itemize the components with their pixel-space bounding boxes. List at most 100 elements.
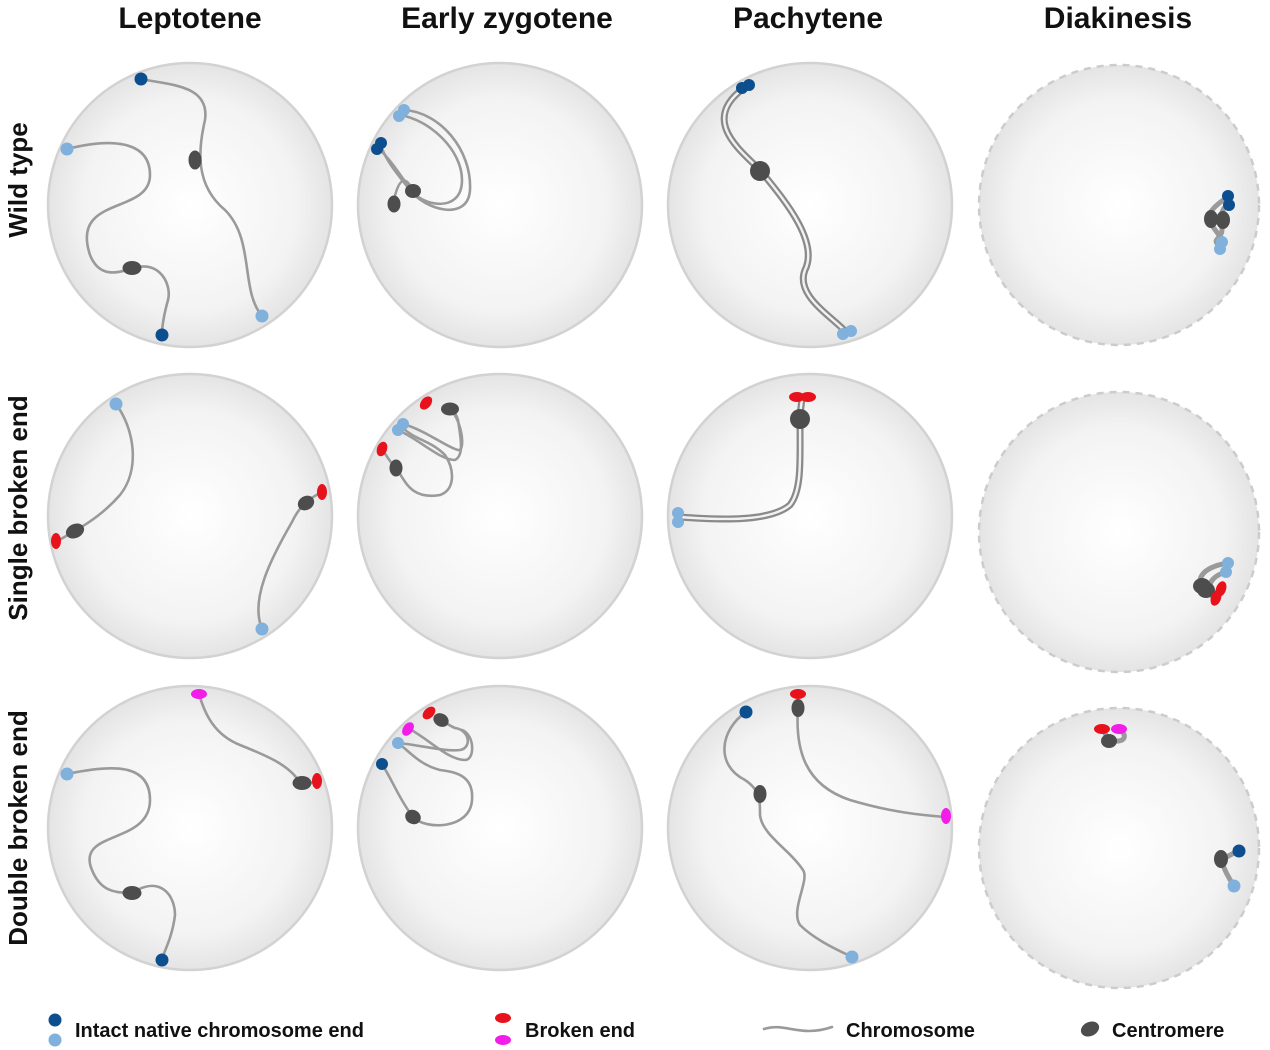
panel-double-early-zygotene — [356, 684, 644, 972]
intact-end-dark — [1232, 844, 1246, 858]
intact-end-light — [60, 142, 74, 156]
centromere — [791, 699, 805, 717]
nucleus — [356, 61, 644, 349]
broken-end-magenta — [191, 689, 207, 699]
intact-end-light — [255, 309, 269, 323]
centromere — [1216, 211, 1230, 229]
chromosome — [55, 402, 135, 543]
broken-end-red — [376, 441, 388, 457]
intact-end-dark — [134, 72, 148, 86]
intact-end-light — [60, 767, 74, 781]
nucleus — [46, 61, 334, 349]
chromosome — [380, 741, 474, 827]
broken-end-magenta — [402, 722, 414, 736]
nucleus-breaking-down — [977, 706, 1261, 990]
intact-end-dark — [1223, 199, 1235, 211]
broken-end-red — [419, 396, 433, 410]
panel-single-leptotene — [46, 372, 334, 660]
column-title-leptotene: Leptotene — [118, 2, 261, 35]
column-title-early-zygotene: Early zygotene — [401, 2, 613, 35]
intact-end-light — [392, 737, 404, 749]
panel-double-leptotene — [46, 684, 334, 972]
intact-end-light — [1220, 566, 1232, 578]
nucleus — [356, 372, 644, 660]
legend-broken-red-swatch — [495, 1013, 511, 1023]
legend-intact-light-swatch — [48, 1033, 62, 1047]
panel-double-diakinesis — [977, 706, 1261, 990]
broken-end-red — [317, 484, 327, 500]
panel-single-pachytene — [666, 372, 954, 660]
chromosome — [65, 766, 177, 962]
broken-end-red — [422, 706, 436, 720]
nucleus-breaking-down — [977, 390, 1261, 674]
intact-end-dark — [1222, 190, 1234, 202]
intact-end-dark — [155, 328, 169, 342]
intact-end-light — [845, 325, 857, 337]
panel-wildtype-diakinesis — [977, 63, 1261, 347]
chromosome — [796, 706, 947, 819]
legend-centromere: Centromere — [1080, 1020, 1224, 1042]
nucleus — [666, 372, 954, 660]
centromere — [405, 809, 421, 825]
centromere — [790, 409, 810, 429]
intact-end-light — [672, 516, 684, 528]
legend-centromere-label: Centromere — [1112, 1020, 1224, 1042]
chromosome — [139, 77, 264, 318]
broken-end-red — [800, 392, 816, 402]
panel-single-early-zygotene — [356, 372, 644, 660]
centromere — [441, 402, 459, 416]
intact-end-light — [845, 950, 859, 964]
legend-intact-end: Intact native chromosome end — [48, 1013, 364, 1047]
legend-intact-end-label: Intact native chromosome end — [75, 1020, 364, 1042]
intact-end-dark — [743, 79, 755, 91]
panel-double-pachytene — [666, 684, 954, 972]
legend: Intact native chromosome end Broken end … — [48, 1013, 1224, 1047]
centromere — [389, 459, 403, 477]
legend-broken-magenta-swatch — [495, 1035, 511, 1045]
centromere — [122, 261, 142, 275]
legend-chromosome-label: Chromosome — [846, 1020, 975, 1042]
centromere — [292, 776, 312, 790]
column-title-diakinesis: Diakinesis — [1044, 2, 1192, 35]
chromosome — [406, 726, 474, 762]
panel-wildtype-pachytene — [666, 61, 954, 349]
broken-end-red — [1094, 724, 1110, 734]
nucleus — [666, 684, 954, 972]
centromere — [405, 184, 421, 198]
intact-end-light — [672, 507, 684, 519]
intact-end-light — [398, 104, 410, 116]
intact-end-light — [397, 418, 409, 430]
row-title-double-broken-end: Double broken end — [3, 710, 33, 945]
legend-intact-dark-swatch — [48, 1013, 62, 1027]
intact-end-light — [1214, 243, 1226, 255]
nucleus — [46, 372, 334, 660]
broken-end-red — [790, 689, 806, 699]
chromosome — [65, 141, 171, 337]
centromere — [1101, 734, 1117, 748]
centromere — [297, 495, 315, 511]
centromere — [433, 713, 449, 727]
panel-wildtype-early-zygotene — [356, 61, 644, 349]
column-title-pachytene: Pachytene — [733, 2, 883, 35]
centromere — [1197, 582, 1215, 598]
chromosome — [723, 710, 854, 959]
nucleus-breaking-down — [977, 63, 1261, 347]
row-title-wild-type: Wild type — [3, 122, 33, 237]
chromosome — [401, 407, 464, 452]
intact-end-light — [109, 397, 123, 411]
broken-end-red — [1210, 590, 1222, 606]
broken-end-red — [789, 392, 805, 402]
synapsed-chromosome-core — [722, 86, 848, 334]
nucleus — [666, 61, 954, 349]
row-title-single-broken-end: Single broken end — [3, 395, 33, 620]
intact-end-dark — [376, 758, 388, 770]
intact-end-light — [1222, 557, 1234, 569]
broken-end-red — [51, 533, 61, 549]
centromere — [753, 785, 767, 803]
intact-end-light — [255, 622, 269, 636]
centromere — [122, 886, 142, 900]
intact-end-dark — [371, 143, 383, 155]
centromere — [387, 195, 401, 213]
panel-single-diakinesis — [977, 390, 1261, 674]
